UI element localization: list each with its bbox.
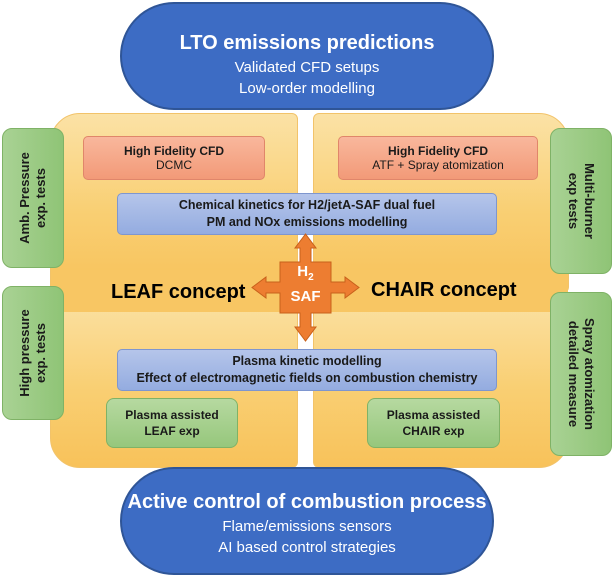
amb-pressure-line-2: exp. tests (33, 168, 48, 228)
multi-burner-tests-box: Multi-burner exp tests (550, 128, 612, 274)
left-cfd-title: High Fidelity CFD (124, 144, 224, 158)
chemical-kinetics-box: Chemical kinetics for H2/jetA-SAF dual f… (117, 193, 497, 235)
arrow-shape (251, 233, 360, 342)
chair-exp-line-1: Plasma assisted (386, 408, 481, 422)
active-control-line-1: Flame/emissions sensors (222, 518, 392, 535)
center-fuel-label: H2 SAF (280, 262, 331, 306)
quadrant-seam-right (314, 270, 568, 312)
amb-pressure-tests-text: Amb. Pressure exp. tests (17, 152, 49, 244)
plasma-kinetics-line-2: Effect of electromagnetic fields on comb… (136, 371, 478, 385)
multi-burner-line-1: Multi-burner (582, 163, 597, 239)
multi-burner-tests-text: Multi-burner exp tests (565, 163, 597, 239)
chemical-kinetics-line-2: PM and NOx emissions modelling (206, 215, 408, 229)
amb-pressure-tests-box: Amb. Pressure exp. tests (2, 128, 64, 268)
center-saf: SAF (290, 288, 321, 305)
right-cfd-sub: ATF + Spray atomization (372, 158, 504, 172)
high-pressure-tests-box: High pressure exp. tests (2, 286, 64, 420)
leaf-exp-box: Plasma assisted LEAF exp (106, 398, 238, 448)
lto-emissions-panel: LTO emissions predictions Validated CFD … (120, 2, 494, 110)
chair-concept-label: CHAIR concept (371, 279, 517, 301)
lto-emissions-line-2: Low-order modelling (239, 80, 375, 97)
center-h-subscript: 2 (308, 272, 314, 283)
chair-exp-line-2: CHAIR exp (402, 424, 465, 438)
lto-emissions-title: LTO emissions predictions (179, 32, 435, 54)
left-cfd-box: High Fidelity CFD DCMC (83, 136, 265, 180)
left-cfd-sub: DCMC (156, 158, 192, 172)
high-pressure-line-1: High pressure (17, 309, 32, 397)
multi-burner-line-2: exp tests (566, 172, 581, 230)
center-h2: H2 (280, 262, 331, 287)
high-pressure-tests-text: High pressure exp. tests (17, 309, 49, 396)
spray-atomization-line-2: detailed measure (566, 320, 581, 428)
amb-pressure-line-1: Amb. Pressure (17, 152, 32, 244)
four-way-arrow-icon (251, 233, 360, 342)
right-cfd-title: High Fidelity CFD (388, 144, 488, 158)
active-control-title: Active control of combustion process (127, 491, 487, 513)
center-h-letter: H (297, 263, 309, 280)
leaf-exp-line-2: LEAF exp (144, 424, 200, 438)
chair-exp-box: Plasma assisted CHAIR exp (367, 398, 500, 448)
active-control-panel: Active control of combustion process Fla… (120, 467, 494, 575)
plasma-kinetics-line-1: Plasma kinetic modelling (232, 354, 382, 368)
leaf-exp-line-1: Plasma assisted (125, 408, 219, 422)
plasma-kinetics-box: Plasma kinetic modelling Effect of elect… (117, 349, 497, 391)
high-pressure-line-2: exp. tests (33, 323, 48, 383)
lto-emissions-line-1: Validated CFD setups (234, 59, 380, 76)
spray-atomization-text: Spray atomization detailed measure (565, 318, 597, 430)
chemical-kinetics-line-1: Chemical kinetics for H2/jetA-SAF dual f… (178, 198, 436, 212)
spray-atomization-line-1: Spray atomization (582, 318, 597, 430)
spray-atomization-box: Spray atomization detailed measure (550, 292, 612, 456)
right-cfd-box: High Fidelity CFD ATF + Spray atomizatio… (338, 136, 538, 180)
leaf-concept-label: LEAF concept (111, 281, 246, 303)
active-control-line-2: AI based control strategies (218, 539, 396, 556)
